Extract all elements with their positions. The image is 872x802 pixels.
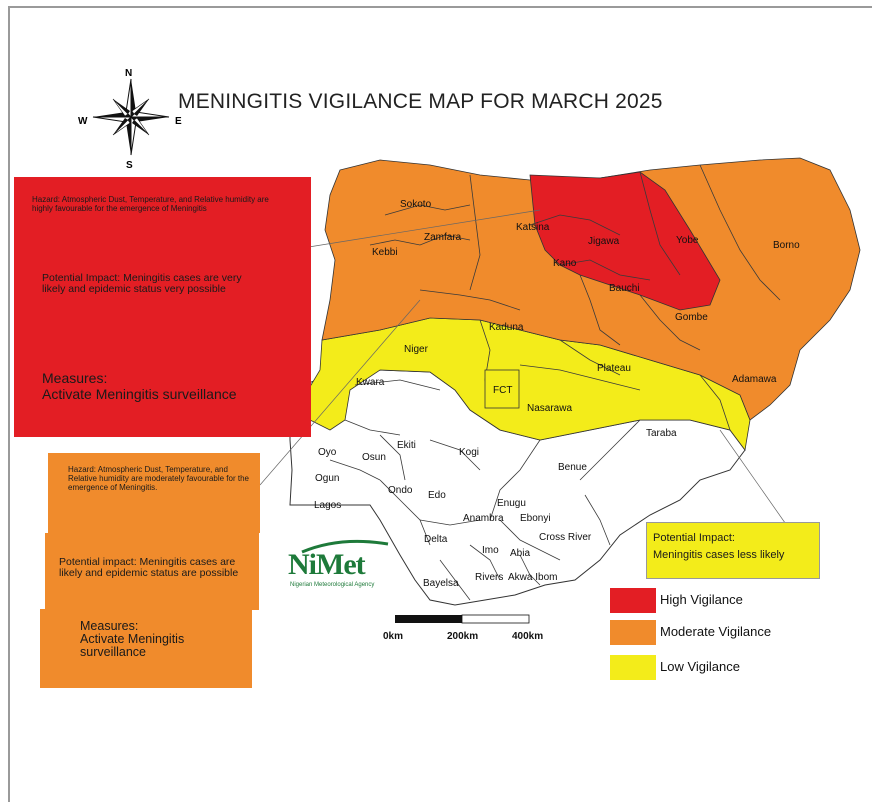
- state-label-kogi: Kogi: [459, 447, 479, 458]
- state-label-nasarawa: Nasarawa: [527, 403, 572, 414]
- compass-n-label: N: [125, 68, 133, 79]
- state-label-benue: Benue: [558, 462, 587, 473]
- map-title: MENINGITIS VIGILANCE MAP FOR MARCH 2025: [178, 90, 663, 113]
- state-label-jigawa: Jigawa: [588, 236, 620, 247]
- state-label-oyo: Oyo: [318, 447, 337, 458]
- state-label-ekiti: Ekiti: [397, 440, 416, 451]
- state-label-zamfara: Zamfara: [424, 232, 462, 243]
- state-label-borno: Borno: [773, 240, 800, 251]
- nimet-logo-subtitle: Nigerian Meteorological Agency: [290, 582, 375, 588]
- state-label-sokoto: Sokoto: [400, 199, 432, 210]
- high-impact-text: Potential Impact: Meningitis cases are v…: [42, 272, 242, 295]
- moderate-measures-box: Measures: Activate Meningitis surveillan…: [40, 609, 252, 688]
- frame-top-border: [8, 6, 872, 8]
- legend-moderate-label: Moderate Vigilance: [660, 624, 772, 639]
- scale-label-400: 400km: [512, 631, 544, 642]
- nimet-logo: NiMet: [288, 548, 366, 581]
- high-measures-text: Activate Meningitis surveillance: [42, 386, 237, 402]
- state-label-lagos: Lagos: [314, 500, 341, 511]
- state-label-taraba: Taraba: [646, 428, 677, 439]
- state-label-niger: Niger: [404, 344, 429, 355]
- high-vigilance-info-box: Hazard: Atmospheric Dust, Temperature, a…: [14, 177, 311, 437]
- legend-high-label: High Vigilance: [660, 592, 743, 607]
- legend-high-swatch: [610, 588, 656, 613]
- scale-label-200: 200km: [447, 631, 479, 642]
- scale-label-0: 0km: [383, 631, 404, 642]
- state-label-akwa-ibom: Akwa Ibom: [508, 572, 557, 583]
- state-label-imo: Imo: [482, 545, 499, 556]
- legend-moderate-swatch: [610, 620, 656, 645]
- moderate-impact-box: Potential impact: Meningitis cases are l…: [45, 533, 259, 610]
- fct-territory: [484, 369, 520, 409]
- compass-s-label: S: [126, 160, 133, 171]
- state-label-enugu: Enugu: [497, 498, 526, 509]
- compass-rose-icon: [92, 78, 170, 156]
- state-label-bauchi: Bauchi: [609, 283, 640, 294]
- state-label-anambra: Anambra: [463, 513, 504, 524]
- compass-w-label: W: [78, 116, 88, 127]
- low-impact-box: Potential Impact: Meningitis cases less …: [646, 522, 820, 579]
- state-label-plateau: Plateau: [597, 363, 631, 374]
- moderate-hazard-box: Hazard: Atmospheric Dust, Temperature, a…: [48, 453, 260, 533]
- high-hazard-text: Hazard: Atmospheric Dust, Temperature, a…: [32, 195, 269, 213]
- state-label-kebbi: Kebbi: [372, 247, 398, 258]
- scale-bar: [395, 614, 530, 624]
- callout-lines: [259, 209, 791, 531]
- state-label-edo: Edo: [428, 490, 446, 501]
- compass-e-label: E: [175, 116, 182, 127]
- state-label-fct: FCT: [493, 385, 512, 396]
- state-label-katsina: Katsina: [516, 222, 550, 233]
- state-label-abia: Abia: [510, 548, 530, 559]
- state-borders: [329, 164, 781, 601]
- state-label-gombe: Gombe: [675, 312, 708, 323]
- moderate-measures-title: Measures:: [80, 619, 139, 633]
- state-label-kwara: Kwara: [356, 377, 385, 388]
- state-label-kaduna: Kaduna: [489, 322, 524, 333]
- high-vigilance-zone: [529, 171, 721, 311]
- state-label-yobe: Yobe: [676, 235, 699, 246]
- legend-low-label: Low Vigilance: [660, 659, 740, 674]
- state-label-ondo: Ondo: [388, 485, 413, 496]
- state-label-ebonyi: Ebonyi: [520, 513, 551, 524]
- moderate-hazard-text: Hazard: Atmospheric Dust, Temperature, a…: [68, 465, 249, 492]
- legend-low-swatch: [610, 655, 656, 680]
- high-measures-title: Measures:: [42, 370, 108, 386]
- nimet-logo-swoosh-icon: [301, 539, 389, 554]
- frame-left-border: [8, 6, 10, 802]
- state-label-kano: Kano: [553, 258, 577, 269]
- state-label-rivers: Rivers: [475, 572, 503, 583]
- state-label-bayelsa: Bayelsa: [423, 578, 459, 589]
- moderate-measures-text: Activate Meningitis surveillance: [80, 632, 185, 659]
- low-impact-title: Potential Impact:: [653, 532, 735, 544]
- state-label-cross-river: Cross River: [539, 532, 592, 543]
- low-impact-text: Meningitis cases less likely: [653, 549, 785, 561]
- moderate-impact-text: Potential impact: Meningitis cases are l…: [59, 556, 239, 579]
- state-label-delta: Delta: [424, 534, 448, 545]
- state-label-ogun: Ogun: [315, 473, 339, 484]
- state-label-osun: Osun: [362, 452, 386, 463]
- state-label-adamawa: Adamawa: [732, 374, 777, 385]
